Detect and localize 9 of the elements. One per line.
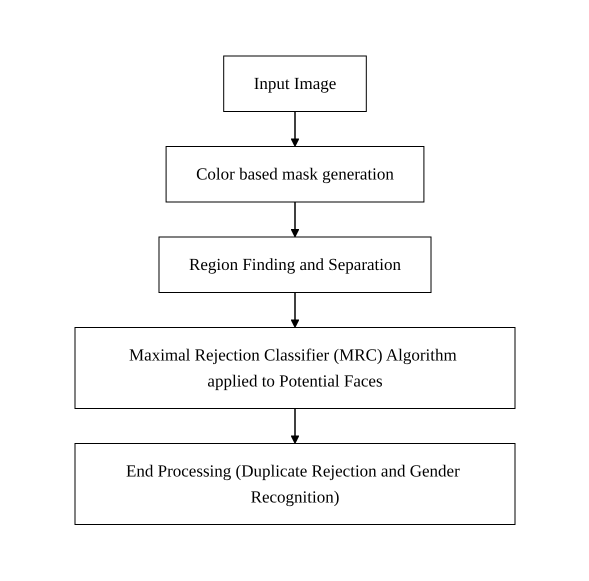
node-box: Maximal Rejection Classifier (MRC) Algorithm applied to Potential Faces bbox=[74, 327, 515, 410]
node-box: Color based mask generation bbox=[165, 146, 424, 203]
arrow bbox=[290, 292, 299, 328]
arrow bbox=[290, 408, 299, 444]
node-box: Input Image bbox=[222, 56, 366, 112]
arrow bbox=[290, 202, 299, 238]
node-box: End Processing (Duplicate Rejection and Gender Recognition) bbox=[74, 443, 515, 526]
arrow bbox=[290, 112, 299, 148]
node-box: Region Finding and Separation bbox=[158, 236, 431, 294]
